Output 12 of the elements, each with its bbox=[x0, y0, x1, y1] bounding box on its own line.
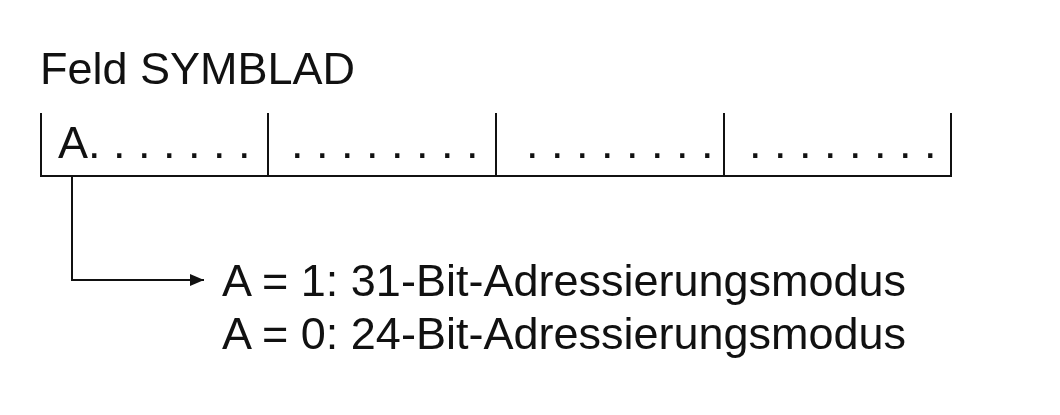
bit-placeholder-text: A. . . . . . . bbox=[58, 120, 251, 165]
field-title: Feld SYMBLAD bbox=[40, 46, 356, 91]
field-segment bbox=[495, 113, 723, 177]
bit-placeholder-text: . . . . . . . . bbox=[526, 120, 714, 165]
bit-placeholder-text: . . . . . . . . bbox=[291, 120, 479, 165]
mode-description: A = 0: 24-Bit-Adressierungsmodus bbox=[222, 307, 908, 360]
field-segment bbox=[723, 113, 952, 177]
field-segment bbox=[267, 113, 495, 177]
mode-description: A = 1: 31-Bit-Adressierungsmodus bbox=[222, 254, 908, 307]
arrow bbox=[71, 176, 205, 286]
field-segment bbox=[40, 113, 267, 177]
bit-placeholder-text: . . . . . . . . bbox=[749, 120, 937, 165]
